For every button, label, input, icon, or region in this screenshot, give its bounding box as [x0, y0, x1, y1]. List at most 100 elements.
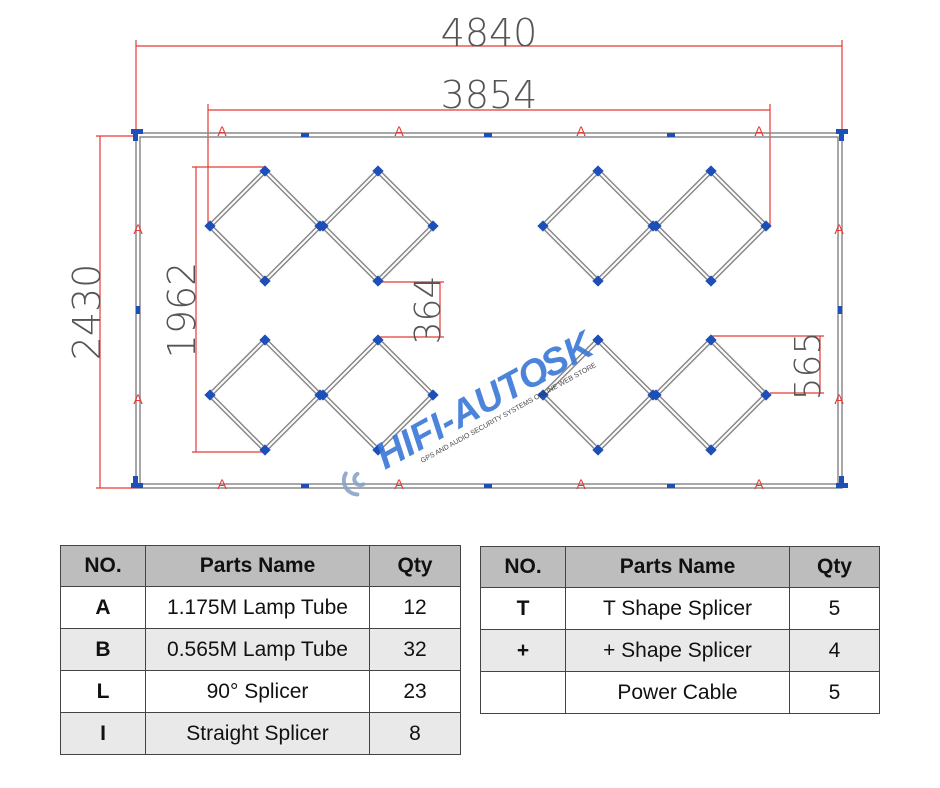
dimension-lines — [96, 40, 843, 489]
table-header-row: NO. Parts Name Qty — [480, 546, 880, 588]
part-qty: 5 — [789, 587, 880, 630]
wifi-icon — [341, 471, 366, 497]
tube-marker: A — [133, 391, 143, 407]
table-row: + + Shape Splicer 4 — [480, 629, 880, 672]
part-name: + Shape Splicer — [565, 629, 790, 672]
dim-module-gap: 364 — [408, 276, 449, 345]
tube-marker: A — [217, 123, 227, 139]
diamond-modules — [204, 165, 772, 456]
part-qty: 12 — [369, 586, 461, 629]
diamond-tube — [319, 167, 437, 285]
splicer-connector — [204, 389, 216, 401]
part-qty: 23 — [369, 670, 461, 713]
tube-marker: A — [217, 476, 227, 492]
diamond-tube-inner — [208, 338, 322, 452]
diamond-tube-inner — [541, 169, 655, 283]
layout-diagram: 4840 3854 2430 1962 364 565 A A A A A A … — [65, 11, 848, 497]
table-header-row: NO. Parts Name Qty — [60, 545, 461, 587]
tube-marker: A — [834, 391, 844, 407]
tube-marker: A — [576, 123, 586, 139]
dim-inner-width: 3854 — [441, 73, 538, 117]
column-header-qty: Qty — [789, 546, 880, 588]
splicer-connector — [705, 275, 717, 287]
part-no: T — [480, 587, 566, 630]
part-name: 90° Splicer — [145, 670, 370, 713]
part-name: T Shape Splicer — [565, 587, 790, 630]
splicer-connector — [317, 389, 329, 401]
splicer-connector — [592, 275, 604, 287]
column-header-name: Parts Name — [145, 545, 370, 587]
watermark-brand: HIFI-AUTO — [369, 348, 557, 478]
diamond-tube — [539, 167, 657, 285]
dim-tube-length: 565 — [788, 332, 829, 401]
diamond-tube-inner — [654, 169, 768, 283]
dim-inner-height: 1962 — [160, 262, 204, 359]
table-row: I Straight Splicer 8 — [60, 712, 461, 755]
splicer-connector — [760, 389, 772, 401]
splicer-connector — [427, 220, 439, 232]
part-no: B — [60, 628, 146, 671]
dim-overall-height: 2430 — [65, 264, 109, 361]
part-name: Power Cable — [565, 671, 790, 714]
frame-connectors — [131, 129, 848, 488]
splicer-connector — [372, 444, 384, 456]
diamond-tube — [206, 336, 324, 454]
part-qty: 8 — [369, 712, 461, 755]
diamond-tube-inner — [654, 338, 768, 452]
part-no: A — [60, 586, 146, 629]
diamond-tube — [652, 336, 770, 454]
table-row: L 90° Splicer 23 — [60, 670, 461, 713]
table-row: A 1.175M Lamp Tube 12 — [60, 586, 461, 629]
column-header-no: NO. — [480, 546, 566, 588]
table-row: T T Shape Splicer 5 — [480, 587, 880, 630]
splicer-connector — [317, 220, 329, 232]
diamond-tube-inner — [208, 169, 322, 283]
part-no: L — [60, 670, 146, 713]
part-qty: 4 — [789, 629, 880, 672]
part-no: I — [60, 712, 146, 755]
tube-marker: A — [754, 476, 764, 492]
splicer-connector — [537, 220, 549, 232]
dim-overall-width: 4840 — [441, 11, 538, 55]
table-row: Power Cable 5 — [480, 671, 880, 714]
splicer-connector — [592, 165, 604, 177]
splicer-connector — [760, 220, 772, 232]
diamond-tube — [652, 167, 770, 285]
splicer-connector — [372, 275, 384, 287]
parts-table-left: NO. Parts Name Qty A 1.175M Lamp Tube 12… — [60, 545, 461, 755]
splicer-connector — [259, 444, 271, 456]
splicer-connector — [259, 275, 271, 287]
splicer-connector — [372, 165, 384, 177]
tube-marker: A — [576, 476, 586, 492]
splicer-connector — [427, 389, 439, 401]
tube-marker: A — [834, 221, 844, 237]
splicer-connector — [259, 165, 271, 177]
tube-marker: A — [394, 476, 404, 492]
diamond-tube — [206, 167, 324, 285]
column-header-name: Parts Name — [565, 546, 790, 588]
column-header-no: NO. — [60, 545, 146, 587]
part-qty: 32 — [369, 628, 461, 671]
part-no: + — [480, 629, 566, 672]
splicer-connector — [705, 444, 717, 456]
part-name: 0.565M Lamp Tube — [145, 628, 370, 671]
diamond-tube-inner — [321, 169, 435, 283]
splicer-connector — [650, 220, 662, 232]
splicer-connector — [372, 334, 384, 346]
tube-marker: A — [394, 123, 404, 139]
splicer-connector — [592, 444, 604, 456]
tube-marker: A — [754, 123, 764, 139]
part-no — [480, 671, 566, 714]
splicer-connector — [537, 389, 549, 401]
splicer-connector — [592, 334, 604, 346]
part-name: 1.175M Lamp Tube — [145, 586, 370, 629]
tube-marker: A — [133, 221, 143, 237]
table-row: B 0.565M Lamp Tube 32 — [60, 628, 461, 671]
splicer-connector — [259, 334, 271, 346]
part-name: Straight Splicer — [145, 712, 370, 755]
column-header-qty: Qty — [369, 545, 461, 587]
outer-frame — [135, 132, 843, 489]
splicer-connector — [705, 334, 717, 346]
splicer-connector — [705, 165, 717, 177]
splicer-connector — [204, 220, 216, 232]
